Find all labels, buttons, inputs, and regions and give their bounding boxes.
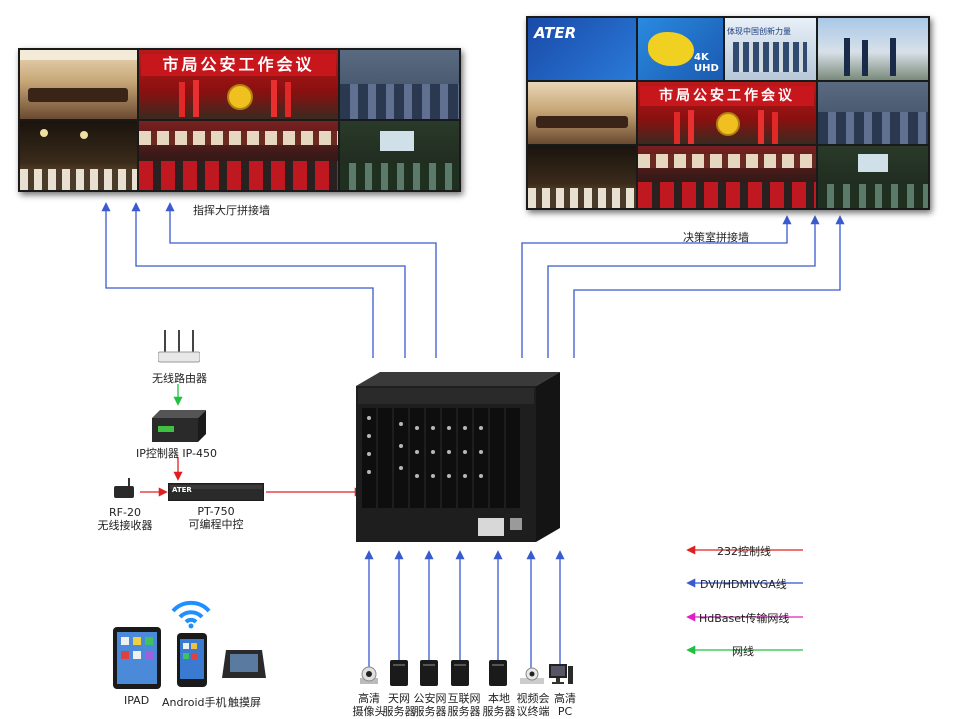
source-label-internet: 互联网服务器 (447, 692, 481, 718)
source-label-police-net: 公安网服务器 (413, 692, 447, 718)
wall-panel-brand-logo: ATER (528, 18, 636, 80)
legend-label-net: 网线 (732, 645, 754, 658)
4k-badge: 4K UHD (694, 52, 719, 74)
wall-panel-stage: 市局公安工作会议 (139, 50, 338, 119)
wall-panel-meeting-room (20, 50, 137, 119)
pt750-controller-icon: ATER (167, 482, 265, 502)
wall-panel-dark-hall (20, 121, 137, 190)
slogan-text: 体现中国创新力量 (727, 27, 791, 36)
matrix-switcher-chassis (356, 372, 560, 542)
source-label-video-conference: 视频会议终端 (516, 692, 550, 718)
command-hall-video-wall: 市局公安工作会议 (18, 48, 461, 192)
hd-pc-icon (549, 664, 573, 686)
wireless-router-label: 无线路由器 (152, 372, 207, 385)
device-label-touch-screen: 触摸屏 (228, 696, 261, 709)
conference-banner: 市局公安工作会议 (141, 54, 336, 76)
ipad-icon (113, 627, 161, 689)
wall-panel-stage-2: 市局公安工作会议 (638, 82, 816, 144)
wifi-icon (170, 597, 212, 629)
source-label-skynet: 天网服务器 (382, 692, 416, 718)
legend-label-dvi: DVI/HDMIVGA线 (700, 578, 787, 591)
command-hall-wall-label: 指挥大厅拼接墙 (193, 204, 270, 217)
wall-panel-slogan: 体现中国创新力量 (725, 18, 816, 80)
source-label-camera: 高清摄像头 (352, 692, 386, 718)
link-matrix-to-command-wall (101, 202, 437, 358)
wireless-router-icon (157, 330, 201, 364)
wall-panel-4k-map: 4K UHD (638, 18, 723, 80)
ip-controller-icon (152, 410, 206, 444)
internet-server-icon (451, 660, 469, 686)
wall-panel-audience-2 (818, 82, 928, 144)
wall-panel-dark-hall-2 (528, 146, 636, 208)
rf-receiver-label: RF-20 无线接收器 (97, 506, 153, 532)
source-label-local: 本地服务器 (482, 692, 516, 718)
wall-panel-training-room (340, 121, 459, 190)
rf-receiver-icon (112, 478, 136, 500)
conference-banner-2: 市局公安工作会议 (640, 86, 814, 106)
ip-controller-label: IP控制器 IP-450 (136, 447, 217, 460)
touch-screen-icon (222, 650, 266, 680)
android-phone-icon (177, 633, 207, 687)
link-matrix-to-decision-wall (521, 215, 845, 358)
legend-label-hdbaset: HdBaset传输网线 (699, 612, 790, 625)
wall-panel-meeting-room-2 (528, 82, 636, 144)
device-label-ipad: IPAD (124, 694, 150, 707)
wall-panel-stage-lower-2 (638, 146, 816, 208)
decision-room-video-wall: ATER 4K UHD 体现中国创新力量 市局公安工作会议 (526, 16, 930, 210)
wall-panel-stage-lower (139, 121, 338, 190)
ater-logo-text: ATER (534, 24, 577, 42)
legend-lines (686, 545, 803, 655)
video-conference-terminal-icon (520, 666, 544, 686)
pt750-brand-text: ATER (172, 486, 192, 494)
device-label-android: Android手机 (162, 696, 227, 709)
wall-panel-officers-outdoor (818, 18, 928, 80)
skynet-server-icon (390, 660, 408, 686)
decision-room-wall-label: 决策室拼接墙 (683, 231, 749, 244)
hd-camera-icon (358, 664, 380, 686)
local-server-icon (489, 660, 507, 686)
police-net-server-icon (420, 660, 438, 686)
wall-panel-training-room-2 (818, 146, 928, 208)
wall-panel-audience (340, 50, 459, 119)
link-sources-to-matrix (364, 550, 565, 668)
pt750-label: PT-750 可编程中控 (188, 505, 244, 531)
legend-label-232: 232控制线 (717, 545, 771, 558)
